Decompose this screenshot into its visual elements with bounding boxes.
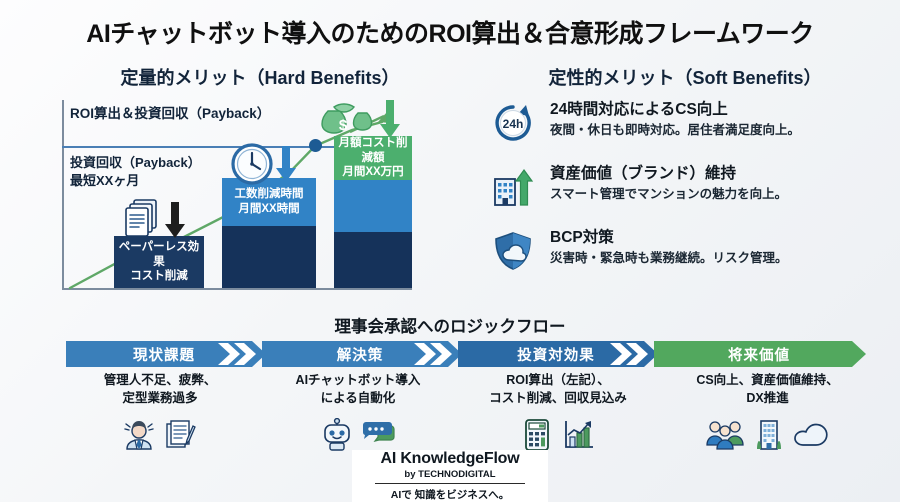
footer-logo: AI KnowledgeFlow by TECHNODIGITAL AIで 知識…	[352, 450, 548, 502]
people-group-icon	[705, 420, 744, 450]
chart-x-axis	[62, 288, 412, 290]
brand-by: by TECHNODIGITAL	[404, 469, 496, 480]
chart-payback-label: 投資回収（Payback） 最短XXヶ月	[70, 154, 201, 189]
soft-benefits-list: 24h 24時間対応によるCS向上 夜間・休日も即時対応。居住者満足度向上。	[490, 100, 890, 292]
building-uparrow-icon	[490, 164, 536, 210]
table-row: ペーパーレス効果 コスト削減	[114, 236, 204, 288]
soft-item-2-desc: スマート管理でマンションの魅力を向上。	[550, 187, 788, 202]
soft-item-2-title: 資産価値（ブランド）維持	[550, 165, 737, 182]
cloud-icon	[793, 423, 828, 446]
table-row: 工数削減時間 月間XX時間	[222, 178, 316, 288]
stressed-person-icon	[124, 420, 154, 450]
list-item: BCP対策 災害時・緊急時も業務継続。リスク管理。	[490, 228, 890, 274]
flow-step-3-caption: ROI算出（左記）、 コスト削減、回収見込み	[448, 372, 668, 455]
flow-band: 現状課題 解決策 投資対効果 将来価値	[66, 341, 866, 367]
bar-3-label-line1: 月額コスト削減額	[338, 136, 408, 164]
bar-1-label-line2: コスト削減	[130, 270, 188, 283]
list-item: 24h 24時間対応によるCS向上 夜間・休日も即時対応。居住者満足度向上。	[490, 100, 890, 146]
soft-item-3-desc: 災害時・緊急時も業務継続。リスク管理。	[550, 251, 788, 266]
flow-step-2-caption-line1: AIチャットボット導入	[295, 373, 421, 387]
down-arrow-icon	[276, 146, 296, 182]
flow-step-1-caption-line1: 管理人不足、疲弊、	[103, 373, 217, 387]
brand-name: AI KnowledgeFlow	[380, 450, 520, 467]
growth-chart-icon	[565, 420, 593, 448]
flow-heading: 理事会承認へのロジックフロー	[334, 318, 566, 336]
down-arrow-icon	[380, 100, 400, 138]
document-pen-icon	[166, 419, 196, 448]
chart-roi-label: ROI算出＆投資回収（Payback）	[70, 106, 271, 121]
flow-step-4-caption: CS向上、資産価値維持、 DX推進	[660, 372, 875, 455]
flow-step-2-caption: AIチャットボット導入 による自動化	[258, 372, 458, 455]
shield-cloud-icon	[490, 228, 536, 274]
building-icon	[756, 419, 781, 450]
chart-payback-label-line1: 投資回収（Payback）	[70, 155, 201, 170]
clock-icon	[231, 143, 273, 185]
bar-1-label-line1: ペーパーレス効果	[118, 240, 200, 268]
bar-2-label-line2: 月間XX時間	[238, 203, 300, 215]
bar-3-segment-bottom	[334, 232, 412, 288]
bar-3-segment-mid	[334, 180, 412, 232]
documents-icon	[125, 199, 157, 237]
flow-step-4-caption-line1: CS向上、資産価値維持、	[696, 373, 839, 387]
flow-step-1-label[interactable]: 現状課題	[133, 347, 195, 364]
bar-2-label-line1: 工数削減時間	[234, 188, 304, 201]
flow-step-3-caption-line1: ROI算出（左記）、	[506, 373, 610, 387]
chart-payback-point	[309, 139, 322, 152]
flow-step-1-caption: 管理人不足、疲弊、 定型業務過多	[60, 372, 260, 455]
hard-benefits-chart: ROI算出＆投資回収（Payback） 投資回収（Payback） 最短XXヶ月…	[62, 100, 412, 290]
hard-benefits-heading: 定量的メリット（Hard Benefits）	[120, 68, 400, 88]
flow-step-4-caption-line2: DX推進	[746, 390, 789, 405]
chart-payback-label-line2: 最短XXヶ月	[70, 172, 140, 188]
bar-3-label-line2: 月間XX万円	[342, 166, 404, 179]
svg-text:$: $	[339, 117, 348, 134]
flow-step-3-label[interactable]: 投資対効果	[517, 347, 595, 364]
bar-1-segment: ペーパーレス効果 コスト削減	[114, 236, 204, 288]
bar-3-segment-top: 月額コスト削減額 月間XX万円	[334, 136, 412, 180]
soft-item-3-title: BCP対策	[550, 229, 614, 246]
page-title: AIチャットボット導入のためのROI算出＆合意形成フレームワーク	[86, 20, 814, 48]
down-arrow-icon	[165, 202, 185, 238]
soft-item-1-title: 24時間対応によるCS向上	[550, 101, 728, 118]
chart-y-axis	[62, 100, 64, 290]
soft-benefits-heading: 定性的メリット（Soft Benefits）	[548, 68, 822, 88]
calculator-icon	[525, 418, 549, 451]
svg-text:24h: 24h	[503, 117, 524, 131]
moneybag-icon: $	[321, 103, 373, 134]
chat-bubbles-icon	[362, 421, 395, 442]
robot-icon	[324, 417, 350, 451]
flow-step-1-caption-line2: 定型業務過多	[122, 390, 198, 405]
bar-2-segment-top: 工数削減時間 月間XX時間	[222, 178, 316, 226]
soft-item-1-desc: 夜間・休日も即時対応。居住者満足度向上。	[550, 123, 801, 138]
flow-step-2-caption-line2: による自動化	[320, 390, 396, 405]
flow-step-2-label[interactable]: 解決策	[336, 347, 384, 364]
24h-clock-icon: 24h	[490, 100, 536, 146]
bar-2-segment-bottom	[222, 226, 316, 288]
brand-tagline: AIで 知識をビジネスへ。	[375, 483, 525, 502]
table-row: 月額コスト削減額 月間XX万円	[334, 136, 412, 288]
flow-step-3-caption-line2: コスト削減、回収見込み	[489, 390, 627, 405]
flow-step-4-label[interactable]: 将来価値	[728, 347, 790, 364]
list-item: 資産価値（ブランド）維持 スマート管理でマンションの魅力を向上。	[490, 164, 890, 210]
